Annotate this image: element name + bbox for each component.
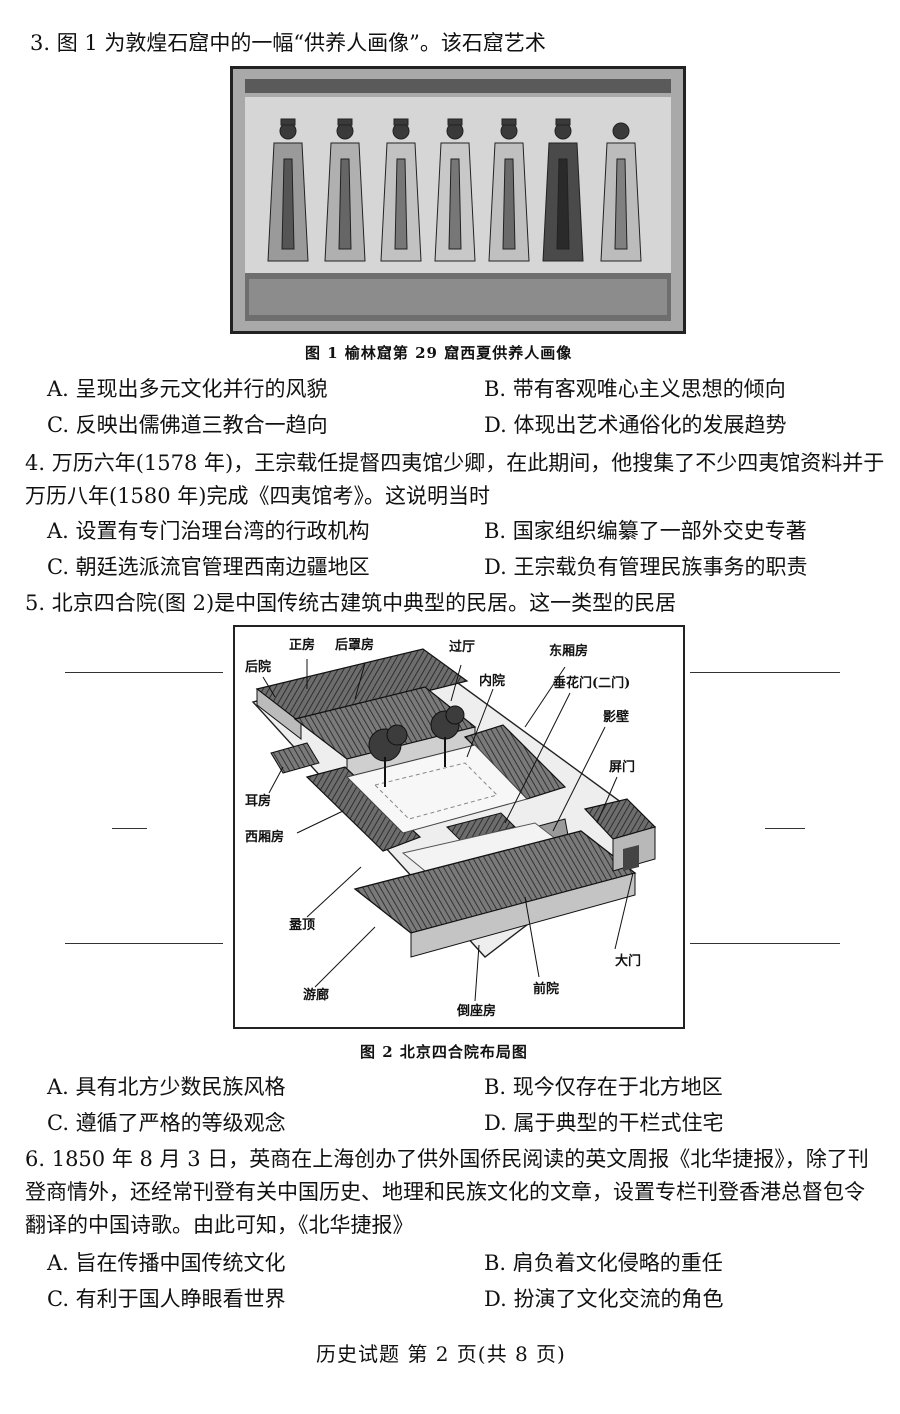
label-pingmen: 屏门 <box>609 759 635 775</box>
label-dongxiangfang: 东厢房 <box>549 643 588 659</box>
q3-option-a[interactable]: A. 呈现出多元文化并行的风貌 <box>47 377 328 401</box>
page-footer: 历史试题 第 2 页(共 8 页) <box>316 1342 566 1366</box>
q4-option-d[interactable]: D. 王宗载负有管理民族事务的职责 <box>484 555 808 579</box>
q6-option-b[interactable]: B. 肩负着文化侵略的重任 <box>484 1251 723 1275</box>
q3-option-c[interactable]: C. 反映出儒佛道三教合一趋向 <box>47 413 328 437</box>
q5-option-b[interactable]: B. 现今仅存在于北方地区 <box>484 1075 723 1099</box>
q3-stem: 3. 图 1 为敦煌石窟中的一幅“供养人画像”。该石窟艺术 <box>30 31 546 55</box>
label-neiyuan: 内院 <box>479 673 505 689</box>
label-qianyuan: 前院 <box>533 981 559 997</box>
q4-option-a[interactable]: A. 设置有专门治理台湾的行政机构 <box>47 519 370 543</box>
label-daozuofang: 倒座房 <box>456 1003 496 1019</box>
label-erfang: 耳房 <box>245 793 271 809</box>
margin-line <box>112 828 147 829</box>
label-luding: 盝顶 <box>289 918 315 933</box>
figure-1-caption: 图 1 榆林窟第 29 窟西夏供养人画像 <box>305 344 573 362</box>
label-houzhaofang: 后罩房 <box>335 637 374 653</box>
q6-stem: 6. 1850 年 8 月 3 日，英商在上海创办了供外国侨民阅读的英文周报《北… <box>25 1147 869 1237</box>
q3-option-b[interactable]: B. 带有客观唯心主义思想的倾向 <box>484 377 786 401</box>
q3-option-d[interactable]: D. 体现出艺术通俗化的发展趋势 <box>484 413 787 437</box>
q6-option-d[interactable]: D. 扮演了文化交流的角色 <box>484 1287 724 1311</box>
label-houyuan: 后院 <box>245 659 271 675</box>
label-xixiangfang: 西厢房 <box>245 829 284 845</box>
figure-2-siheyuan-diagram: 正房 后罩房 过厅 东厢房 后院 内院 垂花门(二门) 影壁 屏门 耳房 西厢房… <box>233 625 685 1029</box>
q5-option-d[interactable]: D. 属于典型的干栏式住宅 <box>484 1111 724 1135</box>
margin-line <box>65 943 223 944</box>
q5-option-c[interactable]: C. 遵循了严格的等级观念 <box>47 1111 286 1135</box>
q6-option-c[interactable]: C. 有利于国人睁眼看世界 <box>47 1287 286 1311</box>
margin-line <box>690 943 840 944</box>
margin-line <box>765 828 805 829</box>
margin-line <box>65 672 223 673</box>
label-chuihuamen: 垂花门(二门) <box>553 675 630 691</box>
label-zhengfang: 正房 <box>289 637 315 653</box>
q5-option-a[interactable]: A. 具有北方少数民族风格 <box>47 1075 286 1099</box>
label-damen: 大门 <box>615 953 641 969</box>
q6-option-a[interactable]: A. 旨在传播中国传统文化 <box>47 1251 286 1275</box>
margin-line <box>690 672 840 673</box>
q4-option-b[interactable]: B. 国家组织编纂了一部外交史专著 <box>484 519 807 543</box>
q4-option-c[interactable]: C. 朝廷选派流官管理西南边疆地区 <box>47 555 370 579</box>
donor-portrait-image <box>233 69 683 331</box>
siheyuan-layout-drawing: 正房 后罩房 过厅 东厢房 后院 内院 垂花门(二门) 影壁 屏门 耳房 西厢房… <box>245 637 657 1019</box>
label-yingbi: 影壁 <box>603 709 629 725</box>
label-guoting: 过厅 <box>449 639 475 655</box>
figure-2-caption: 图 2 北京四合院布局图 <box>360 1043 528 1061</box>
q5-stem: 5. 北京四合院(图 2)是中国传统古建筑中典型的民居。这一类型的民居 <box>25 591 677 615</box>
figure-1-donor-portrait <box>230 66 686 334</box>
q4-stem: 4. 万历六年(1578 年)，王宗载任提督四夷馆少卿，在此期间，他搜集了不少四… <box>25 451 885 508</box>
label-youlang: 游廊 <box>303 987 329 1003</box>
